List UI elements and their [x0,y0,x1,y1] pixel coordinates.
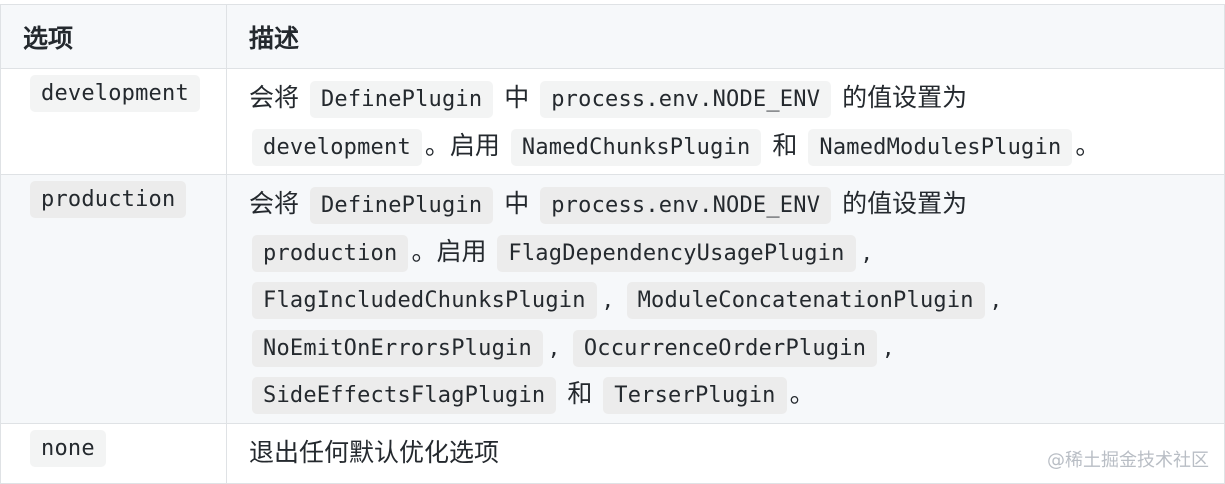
desc-text: 。 [789,379,815,408]
option-code: none [30,429,106,467]
watermark: @稀土掘金技术社区 [1047,450,1209,471]
desc-text: 。 [1075,130,1101,160]
plugin-code: DefinePlugin [309,187,494,224]
mode-options-table: 选项 描述 development 会将 DefinePlugin 中 proc… [0,4,1225,484]
desc-text: 会将 [249,83,300,112]
option-cell: development [0,68,227,175]
plugin-code: DefinePlugin [309,81,494,118]
description-cell: 会将 DefinePlugin 中 process.env.NODE_ENV 的… [226,68,1225,175]
desc-text: 会将 [249,189,300,218]
separator-comma: , [884,331,893,361]
plugin-code: ModuleConcatenationPlugin [626,282,985,319]
description-cell: 退出任何默认优化选项 [226,422,1225,484]
plugin-code: NamedChunksPlugin [510,128,762,166]
desc-text: 中 [504,83,530,112]
desc-text: 退出任何默认优化选项 [249,437,500,467]
plugin-code: FlagDependencyUsagePlugin [497,234,856,272]
desc-text: 。启用 [411,236,487,266]
table-row-production: production 会将 DefinePlugin 中 process.env… [0,174,1225,424]
separator-comma: , [603,284,612,313]
separator-comma: , [549,331,558,361]
desc-text: 和 [567,379,593,408]
header-description: 描述 [226,4,1225,69]
option-code: production [30,181,187,218]
table-row-development: development 会将 DefinePlugin 中 process.en… [0,68,1225,175]
plugin-code: SideEffectsFlagPlugin [252,377,557,414]
plugin-code: OccurrenceOrderPlugin [572,329,878,367]
option-cell: none [0,422,227,484]
option-code: development [30,75,200,112]
env-code: process.env.NODE_ENV [540,187,832,224]
desc-text: 。启用 [424,130,500,160]
table-row-none: none 退出任何默认优化选项 [0,422,1225,484]
option-cell: production [0,174,227,424]
plugin-code: FlagIncludedChunksPlugin [252,282,597,319]
desc-text: 中 [504,189,530,218]
desc-text: 的值设置为 [842,189,968,218]
env-code: process.env.NODE_ENV [540,81,832,118]
mode-code: production [252,234,409,272]
table-header-row: 选项 描述 [0,4,1225,69]
separator-comma: , [862,236,871,266]
mode-code: development [252,128,422,166]
plugin-code: TerserPlugin [603,377,787,414]
description-cell: 会将 DefinePlugin 中 process.env.NODE_ENV 的… [226,174,1225,424]
plugin-code: NoEmitOnErrorsPlugin [252,329,543,367]
separator-comma: , [991,284,1000,313]
desc-text: 的值设置为 [842,83,968,112]
plugin-code: NamedModulesPlugin [808,128,1073,166]
header-option: 选项 [0,4,227,69]
desc-text: 和 [772,130,798,160]
